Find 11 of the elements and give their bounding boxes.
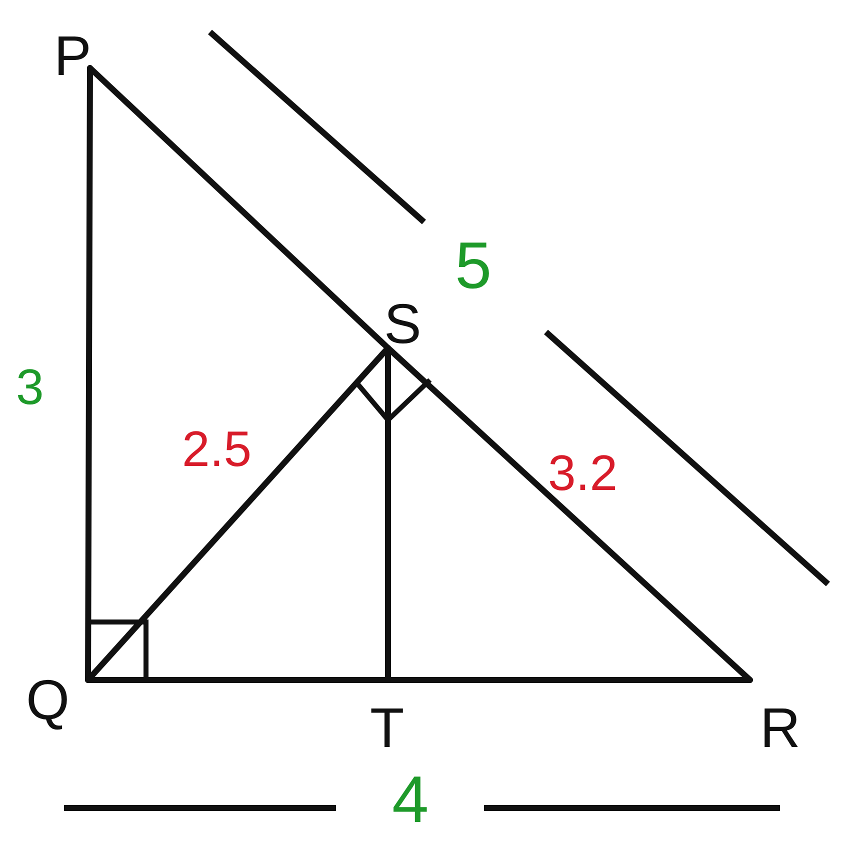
dimension-label: 4	[392, 766, 429, 832]
vertex-label: T	[370, 700, 404, 756]
vertex-label: P	[54, 28, 92, 84]
length-label: 3	[16, 362, 44, 412]
line-segment	[87, 65, 391, 351]
length-label: 2.5	[182, 424, 252, 474]
dimension-label: 5	[455, 232, 492, 298]
vertex-label: R	[760, 700, 800, 756]
vertex-label: Q	[26, 672, 70, 728]
vertex-label: S	[384, 296, 422, 352]
length-label: 3.2	[548, 448, 618, 498]
